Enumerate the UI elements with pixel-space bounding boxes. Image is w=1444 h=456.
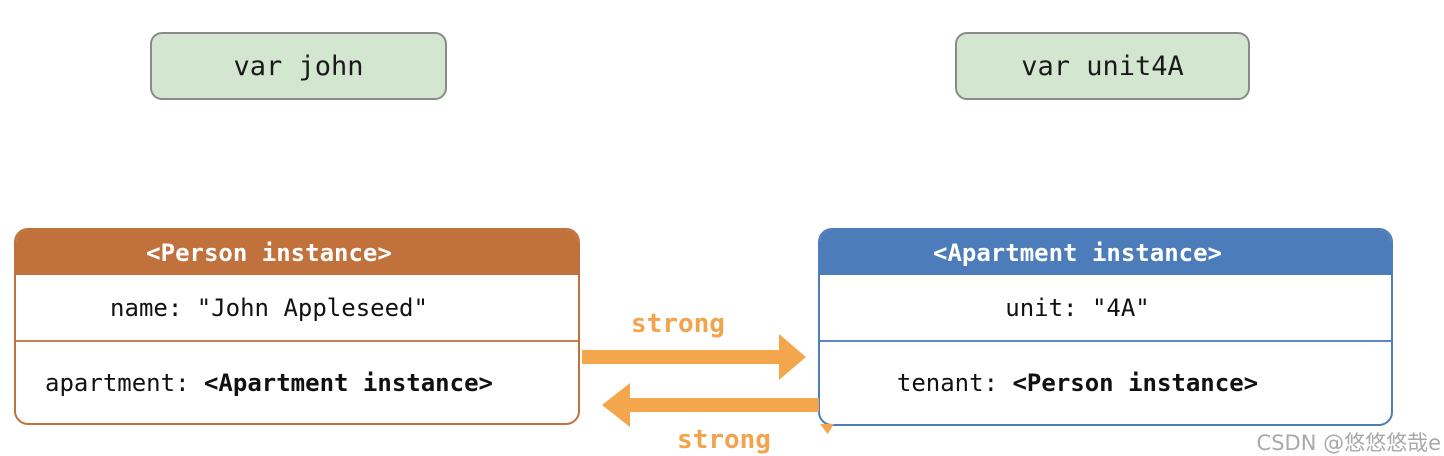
variable-unit4a-label: var unit4A: [1021, 50, 1184, 82]
person-apartment-row: apartment: <Apartment instance>: [16, 342, 578, 423]
variable-box-unit4a: var unit4A: [955, 32, 1250, 100]
person-instance-title: <Person instance>: [16, 230, 578, 275]
strong-label-top: strong: [631, 309, 725, 339]
strong-label-bottom: strong: [677, 425, 771, 455]
apartment-unit-property: unit:: [1005, 293, 1092, 322]
apartment-tenant-row: tenant: <Person instance>: [820, 342, 1391, 424]
apartment-instance-title: <Apartment instance>: [820, 230, 1391, 275]
apartment-unit-row: unit: "4A": [820, 275, 1391, 342]
person-instance-box: <Person instance> name: "John Appleseed"…: [14, 228, 580, 425]
variable-box-john: var john: [150, 32, 447, 100]
person-name-property: name:: [110, 293, 197, 322]
person-name-value: "John Appleseed": [196, 293, 428, 322]
csdn-watermark: CSDN @悠悠悠哉e: [1256, 431, 1441, 455]
variable-john-label: var john: [233, 50, 364, 82]
person-apartment-value: <Apartment instance>: [203, 368, 493, 397]
apartment-instance-box: <Apartment instance> unit: "4A" tenant: …: [818, 228, 1393, 426]
strong-arrow-left-body: [630, 398, 819, 412]
apartment-unit-value: "4A": [1091, 293, 1150, 322]
apartment-tenant-property: tenant:: [896, 369, 1013, 397]
strong-arrow-right-head-icon: [779, 334, 806, 380]
person-name-row: name: "John Appleseed": [16, 275, 578, 342]
strong-arrow-left-head-icon: [602, 383, 630, 427]
strong-arrow-left-tail-nub: [820, 424, 834, 434]
person-apartment-property: apartment:: [45, 368, 204, 397]
strong-arrow-right-body: [582, 350, 779, 364]
apartment-tenant-value: <Person instance>: [1012, 369, 1259, 397]
